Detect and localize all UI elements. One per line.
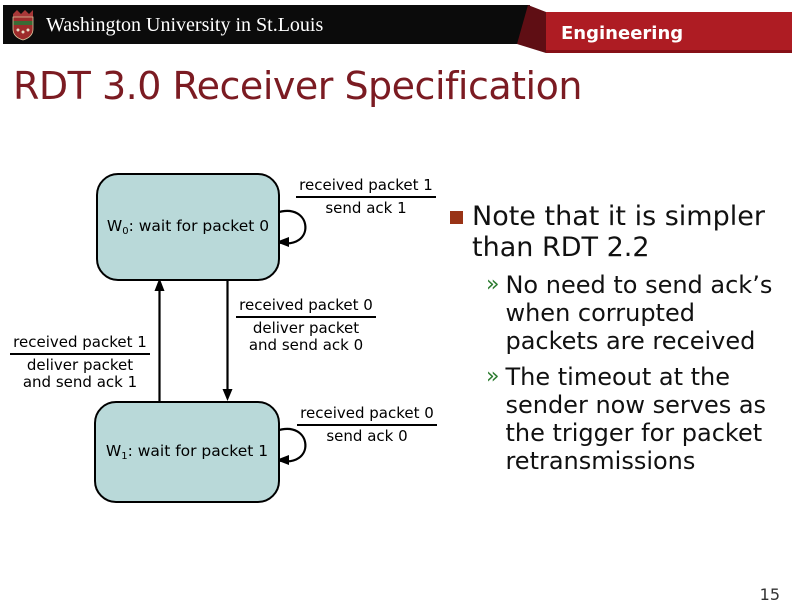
w0-self-loop-label: received packet 1 send ack 1 — [290, 177, 442, 217]
washu-shield-icon — [12, 10, 34, 41]
chevron-bullet-icon: » — [486, 272, 500, 297]
transition-action: send ack 0 — [326, 427, 408, 445]
transition-action: send ack 1 — [325, 199, 407, 217]
sub-bullet-item: » The timeout at the sender now serves a… — [486, 363, 792, 475]
sub-bullet-text: No need to send ack’s when corrupted pac… — [505, 271, 772, 355]
transition-condition: received packet 1 — [296, 177, 436, 198]
sub-line: retransmissions — [505, 447, 696, 475]
heading-line: than RDT 2.2 — [472, 232, 650, 263]
engineering-band-shadow — [546, 50, 792, 53]
state-w1-label: W1: wait for packet 1 — [105, 442, 269, 462]
fsm-arrowheads — [154, 237, 289, 465]
heading-line: Note that it is simpler — [472, 201, 765, 232]
transition-condition: received packet 0 — [236, 297, 376, 318]
note-heading-text: Note that it is simpler than RDT 2.2 — [472, 201, 765, 263]
page-title: RDT 3.0 Receiver Specification — [13, 64, 582, 108]
transition-action: deliver packet — [26, 356, 134, 374]
chevron-bullet-icon: » — [486, 364, 500, 389]
w0-to-w1-label: received packet 0 deliver packet and sen… — [232, 297, 380, 354]
transition-condition: received packet 1 — [10, 334, 150, 355]
header-black-bar — [3, 5, 530, 44]
sub-bullet-item: » No need to send ack’s when corrupted p… — [486, 271, 792, 355]
university-logo-text: Washington University in St.Louis — [46, 14, 324, 36]
engineering-label: Engineering — [561, 23, 684, 44]
sub-line: the trigger for packet — [505, 419, 763, 447]
w1-to-w0-label: received packet 1 deliver packet and sen… — [2, 334, 158, 391]
engineering-band — [546, 12, 792, 53]
transition-condition: received packet 0 — [297, 405, 437, 426]
square-bullet-icon — [450, 211, 463, 224]
page-number: 15 — [759, 585, 780, 604]
transition-action: and send ack 1 — [22, 373, 138, 391]
state-w0: W0: wait for packet 0 — [96, 173, 280, 281]
transition-action: deliver packet — [252, 319, 360, 337]
state-w1: W1: wait for packet 1 — [94, 401, 280, 503]
notes-panel: Note that it is simpler than RDT 2.2 » N… — [450, 201, 792, 475]
state-w0-label: W0: wait for packet 0 — [106, 217, 270, 237]
sub-line: The timeout at the — [505, 363, 731, 391]
w1-self-loop-label: received packet 0 send ack 0 — [288, 405, 446, 445]
sub-bullet-text: The timeout at the sender now serves as … — [505, 363, 766, 475]
transition-action: and send ack 0 — [248, 336, 364, 354]
sub-line: packets are received — [505, 327, 756, 355]
note-heading: Note that it is simpler than RDT 2.2 — [450, 201, 792, 263]
sub-line: sender now serves as — [505, 391, 767, 419]
header-fold — [517, 5, 546, 53]
sub-line: No need to send ack’s — [505, 271, 773, 299]
sub-line: when corrupted — [505, 299, 695, 327]
